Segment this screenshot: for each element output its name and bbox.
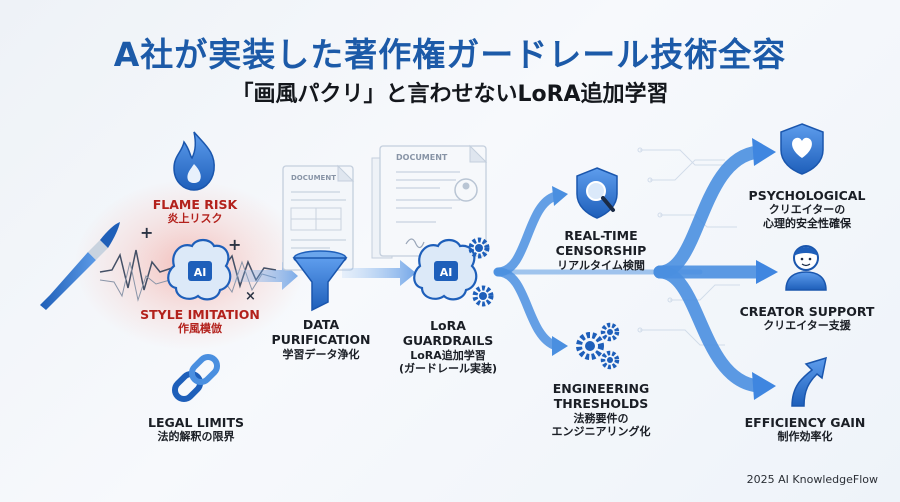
efficiency-gain-label: EFFICIENCY GAIN 制作効率化 [744,415,866,444]
heart-shield-icon [780,123,824,175]
ai-brain-icon: AI [413,238,478,301]
real-time-censorship-label: REAL-TIME CENSORSHIP リアルタイム検閲 [555,228,647,272]
lora-guardrails-label: LoRA GUARDRAILS LoRA追加学習 (ガードレール実装) [398,318,498,375]
gear-icon [468,237,494,307]
circuit-decoration [637,147,740,346]
arrow-head [552,186,568,206]
ai-brain-icon: AI [167,238,232,301]
arrow-up-icon [791,356,827,407]
magnifier-shield-icon [576,167,618,219]
page-subtitle: 「画風パクリ」と言わせないLoRA追加学習 [231,82,669,107]
paintbrush-icon [40,222,120,310]
svg-text:+: + [228,235,241,254]
creator-support-label: CREATOR SUPPORT クリエイター支援 [739,304,875,333]
document-icon: DOCUMENT [282,164,355,271]
chain-link-icon [171,353,221,403]
arrow-head [552,336,568,356]
psychological-label: PSYCHOLOGICAL クリエイターの 心理的安全性確保 [748,188,866,230]
flame-risk-label: FLAME RISK 炎上リスク [152,197,238,226]
funnel-icon [292,250,348,312]
svg-text:DOCUMENT: DOCUMENT [396,153,448,162]
svg-text:AI: AI [440,266,453,279]
page-title: A社が実装した著作権ガードレール技術全容 [113,35,787,74]
person-icon [785,245,827,291]
svg-text:×: × [245,289,256,304]
svg-text:+: + [140,223,153,242]
svg-text:DOCUMENT: DOCUMENT [291,174,336,182]
footer-credit: 2025 AI KnowledgeFlow [746,473,878,486]
data-purification-label: DATA PURIFICATION 学習データ浄化 [271,317,371,361]
arrow-head [752,138,776,166]
flow-arrow-2 [342,260,416,286]
arrow-head [752,372,776,400]
gear-icon [576,322,620,370]
engineering-thresholds-label: ENGINEERING THRESHOLDS 法務要件の エンジニアリング化 [551,381,651,438]
style-imitation-label: STYLE IMITATION 作風模倣 [140,307,260,336]
document-icon: DOCUMENT [371,144,488,259]
noise-marks: + + × [140,223,256,304]
legal-limits-label: LEGAL LIMITS 法的解釈の限界 [148,415,244,444]
flow-arrow-1 [232,262,298,290]
outcome-arrows [653,145,767,393]
flame-icon [173,131,215,191]
arrow-head [756,260,778,284]
svg-text:AI: AI [194,266,207,279]
